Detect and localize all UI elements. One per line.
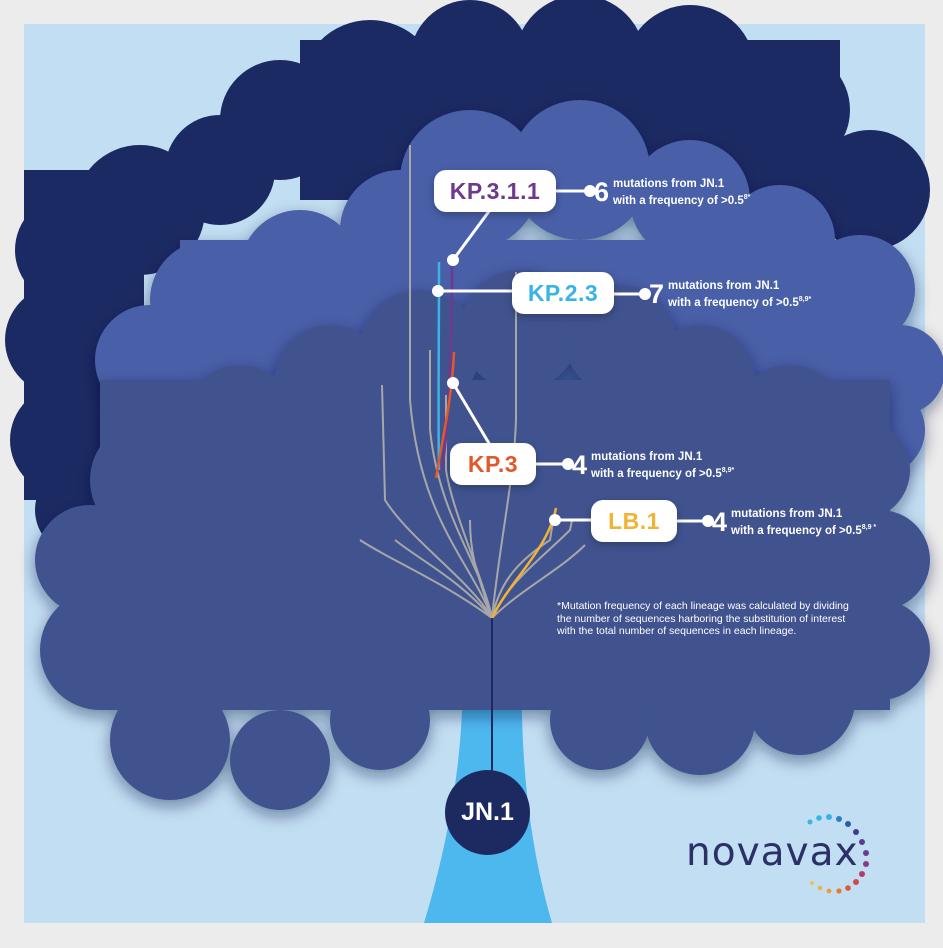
mutation-footnote-ref: 8,9 * (861, 524, 877, 531)
mutation-footnote-ref: 8* (743, 194, 751, 201)
mutation-footnote-ref: 8,9* (721, 467, 735, 474)
branch-kp-3 (434, 351, 456, 479)
mutation-footnote-ref: 8,9* (798, 296, 812, 303)
lineage-name: KP.3.1.1 (449, 177, 541, 204)
mutation-count: 4 (712, 507, 728, 538)
lineage-label-kp-2-3: KP.2.3 (512, 272, 614, 314)
mutation-line2: with a frequency of >0.5 (591, 467, 722, 480)
mutation-line1: mutations from JN.1 (613, 178, 725, 190)
mutation-note-kp-2-3: 7 mutations from JN.1 with a frequency o… (649, 280, 811, 310)
canopy-front (35, 270, 930, 810)
lineage-name: LB.1 (608, 507, 660, 534)
mutation-line2: with a frequency of >0.5 (731, 524, 862, 537)
root-lineage-badge: JN.1 (445, 770, 530, 855)
mutation-note-kp-3: 4 mutations from JN.1 with a frequency o… (572, 451, 734, 481)
brand-wordmark: novavax (686, 830, 859, 875)
mutation-count: 6 (594, 177, 610, 208)
mutation-line1: mutations from JN.1 (668, 280, 780, 292)
mutation-line2: with a frequency of >0.5 (668, 296, 799, 309)
novavax-logo-dots (807, 814, 869, 894)
root-lineage-name: JN.1 (461, 798, 514, 826)
lineage-name: KP.3 (467, 450, 519, 477)
footnote: *Mutation frequency of each lineage was … (557, 600, 849, 637)
lineage-label-lb-1: LB.1 (591, 500, 677, 542)
lineage-label-kp-3: KP.3 (450, 443, 536, 485)
mutation-count: 4 (572, 450, 588, 481)
mutation-note-lb-1: 4 mutations from JN.1 with a frequency o… (712, 508, 876, 538)
mutation-note-kp-3-1-1: 6 mutations from JN.1 with a frequency o… (594, 178, 750, 208)
mutation-line1: mutations from JN.1 (591, 451, 703, 463)
lineage-branches (359, 145, 586, 619)
mutation-line1: mutations from JN.1 (731, 508, 843, 520)
lineage-name: KP.2.3 (527, 279, 599, 306)
mutation-text: mutations from JN.1 with a frequency of … (668, 280, 811, 310)
mutation-line2: with a frequency of >0.5 (613, 194, 744, 207)
lineage-label-kp-3-1-1: KP.3.1.1 (434, 170, 556, 212)
mutation-count: 7 (649, 279, 665, 310)
mutation-text: mutations from JN.1 with a frequency of … (731, 508, 876, 538)
mutation-text: mutations from JN.1 with a frequency of … (591, 451, 734, 481)
mutation-text: mutations from JN.1 with a frequency of … (613, 178, 750, 208)
novavax-logo: novavax (686, 830, 859, 875)
label-connectors (432, 185, 714, 527)
